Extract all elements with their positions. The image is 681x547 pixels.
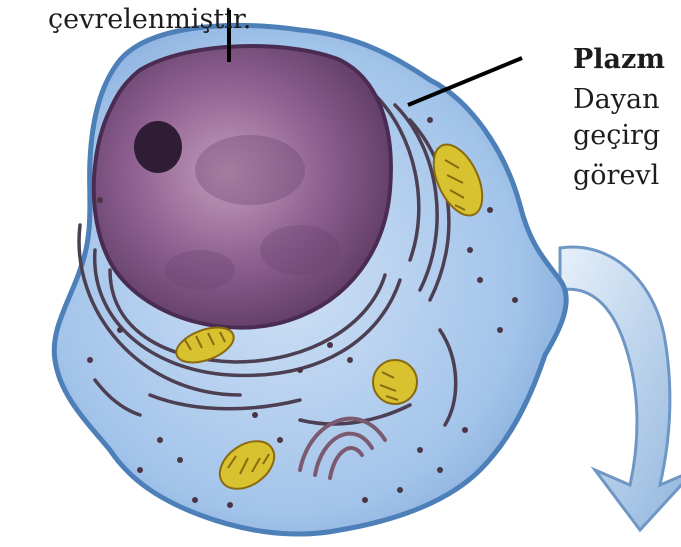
membrane-desc-line: Dayan [573, 84, 659, 116]
membrane-title: Plazm [573, 44, 665, 76]
nucleus-caption: çevrelenmiştir. [48, 4, 251, 36]
membrane-desc-line: geçirg [573, 120, 660, 152]
zoom-arrow [560, 247, 681, 530]
membrane-desc-line: görevl [573, 160, 659, 192]
nucleolus [134, 121, 182, 173]
